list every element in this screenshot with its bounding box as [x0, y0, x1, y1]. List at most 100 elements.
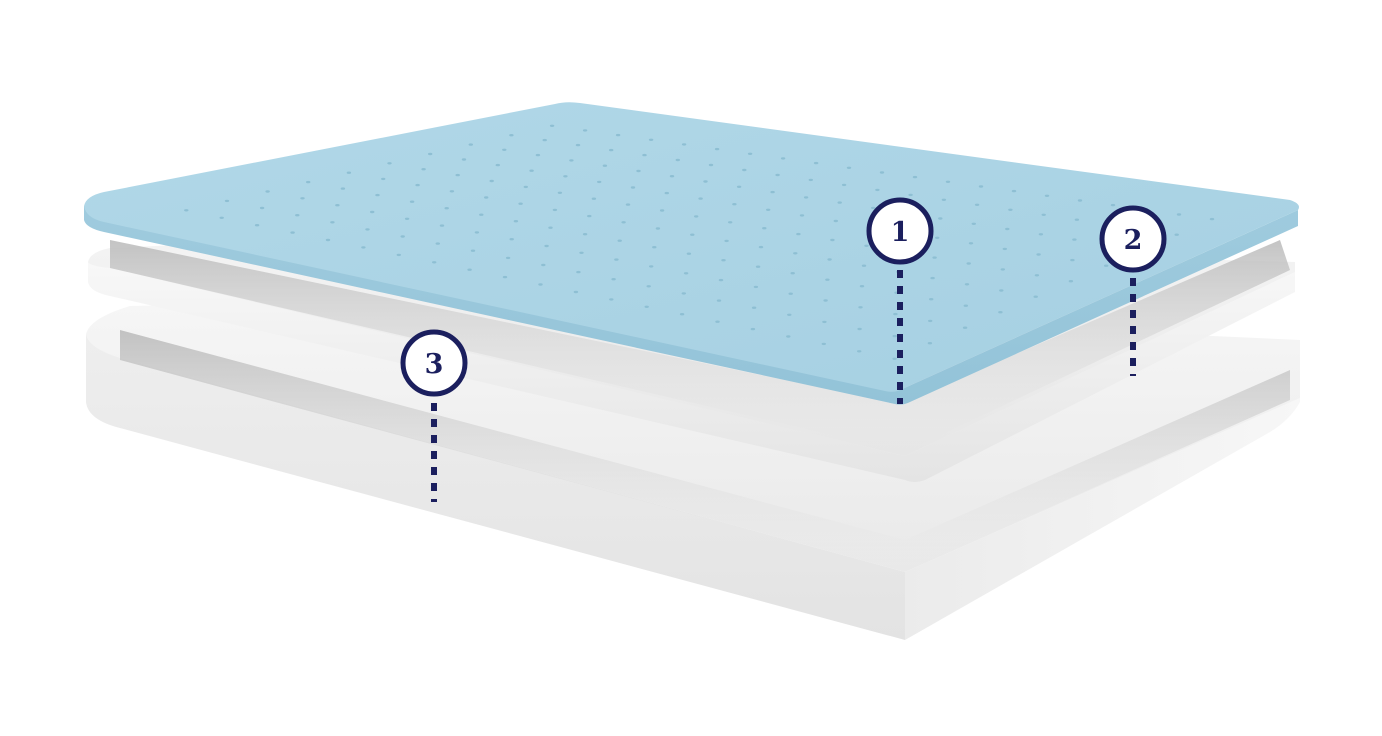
- perforation-dot: [346, 171, 352, 174]
- perforation-dot: [432, 261, 437, 264]
- top-layer-top-face: [84, 102, 1299, 392]
- perforation-dot: [435, 242, 440, 245]
- top-layer-perforations: [184, 124, 1215, 360]
- top-layer-front-side: [84, 206, 1298, 405]
- perforation-dot: [484, 196, 489, 199]
- perforation-dot: [184, 209, 189, 212]
- perforation-dot: [1072, 238, 1077, 241]
- perforation-dot: [428, 152, 433, 156]
- perforation-dot: [681, 292, 686, 295]
- perforation-dot: [825, 278, 830, 281]
- perforation-dot: [927, 342, 933, 345]
- perforation-dot: [381, 177, 386, 181]
- perforation-dot: [964, 283, 970, 286]
- perforation-dot: [1068, 280, 1074, 283]
- perforation-dot: [664, 191, 669, 195]
- perforation-dot: [509, 134, 514, 137]
- perforation-dot: [396, 253, 401, 257]
- perforation-dot: [750, 327, 756, 331]
- perforation-dot: [421, 168, 426, 171]
- perforation-dot: [962, 326, 968, 329]
- perforation-dot: [1041, 213, 1046, 216]
- marker-2-circle: [1099, 205, 1167, 273]
- perforation-dot: [908, 193, 913, 197]
- perforation-dot: [941, 198, 947, 201]
- perforation-dot: [573, 290, 579, 294]
- perforation-dot: [467, 268, 472, 271]
- perforation-dot: [330, 221, 335, 224]
- perforation-dot: [775, 173, 780, 177]
- perforation-dot: [295, 214, 300, 217]
- perforation-dot: [1077, 199, 1083, 202]
- perforation-dot: [1036, 253, 1041, 256]
- perforation-dot: [1176, 213, 1182, 216]
- perforation-dot: [770, 190, 775, 194]
- perforation-dot: [549, 124, 555, 128]
- perforation-dot: [1104, 264, 1109, 267]
- perforation-dot: [724, 239, 729, 243]
- perforation-dot: [703, 180, 708, 183]
- perforation-dot: [409, 200, 415, 203]
- perforation-dot: [1044, 194, 1050, 197]
- perforation-dot: [652, 246, 657, 249]
- perforation-dot: [548, 226, 553, 229]
- perforation-dot: [766, 208, 771, 211]
- perforation-dot: [365, 228, 370, 231]
- perforation-dot: [875, 188, 880, 192]
- perforation-dot: [582, 129, 588, 132]
- perforation-dot: [679, 313, 685, 316]
- perforation-dot: [1209, 217, 1215, 221]
- perforation-dot: [576, 270, 581, 274]
- marker-3[interactable]: 3: [400, 329, 468, 502]
- perforation-dot: [858, 306, 863, 309]
- perforation-dot: [892, 334, 897, 338]
- perforation-dot: [648, 138, 654, 141]
- perforation-dot: [538, 283, 543, 286]
- perforation-dot: [649, 265, 654, 268]
- middle-layer-shadow: [110, 240, 1290, 452]
- perforation-dot: [755, 265, 761, 268]
- perforation-dot: [935, 236, 940, 239]
- perforation-dot: [929, 298, 934, 301]
- perforation-dot: [646, 285, 651, 288]
- perforation-dot: [747, 152, 753, 155]
- perforation-dot: [799, 214, 805, 217]
- perforation-dot: [966, 262, 971, 265]
- perforation-dot: [541, 263, 546, 267]
- perforation-dot: [830, 238, 835, 242]
- perforation-dot: [636, 169, 641, 173]
- perforation-dot: [518, 202, 523, 205]
- perforation-dot: [505, 256, 511, 260]
- perforation-dot: [786, 335, 791, 338]
- marker-1-label: 1: [891, 217, 910, 248]
- perforation-dot: [265, 190, 270, 193]
- perforation-dot: [928, 319, 933, 323]
- perforation-dot: [683, 272, 689, 275]
- perforation-dot: [306, 180, 311, 184]
- perforation-dot: [857, 350, 862, 353]
- perforation-dot: [602, 164, 608, 167]
- perforation-dot: [971, 222, 976, 225]
- layer-markers: 1 2 3: [400, 197, 1167, 502]
- perforation-dot: [474, 231, 480, 234]
- perforation-dot: [552, 208, 558, 212]
- perforation-dot: [742, 168, 747, 172]
- perforation-dot: [822, 320, 827, 324]
- perforation-dot: [400, 235, 405, 238]
- perforation-dot: [502, 275, 508, 279]
- perforation-dot: [793, 252, 798, 255]
- perforation-dot: [455, 173, 460, 177]
- perforation-dot: [375, 193, 380, 197]
- perforation-dot: [609, 148, 614, 152]
- perforation-dot: [708, 163, 714, 167]
- perforation-dot: [675, 158, 680, 162]
- perforation-dot: [930, 276, 935, 280]
- perforation-dot: [630, 186, 636, 189]
- perforation-dot: [529, 169, 534, 172]
- perforation-dot: [340, 187, 346, 190]
- perforation-dot: [998, 311, 1003, 314]
- perforation-dot: [721, 259, 726, 262]
- marker-2[interactable]: 2: [1099, 205, 1167, 376]
- marker-1[interactable]: 1: [866, 197, 934, 404]
